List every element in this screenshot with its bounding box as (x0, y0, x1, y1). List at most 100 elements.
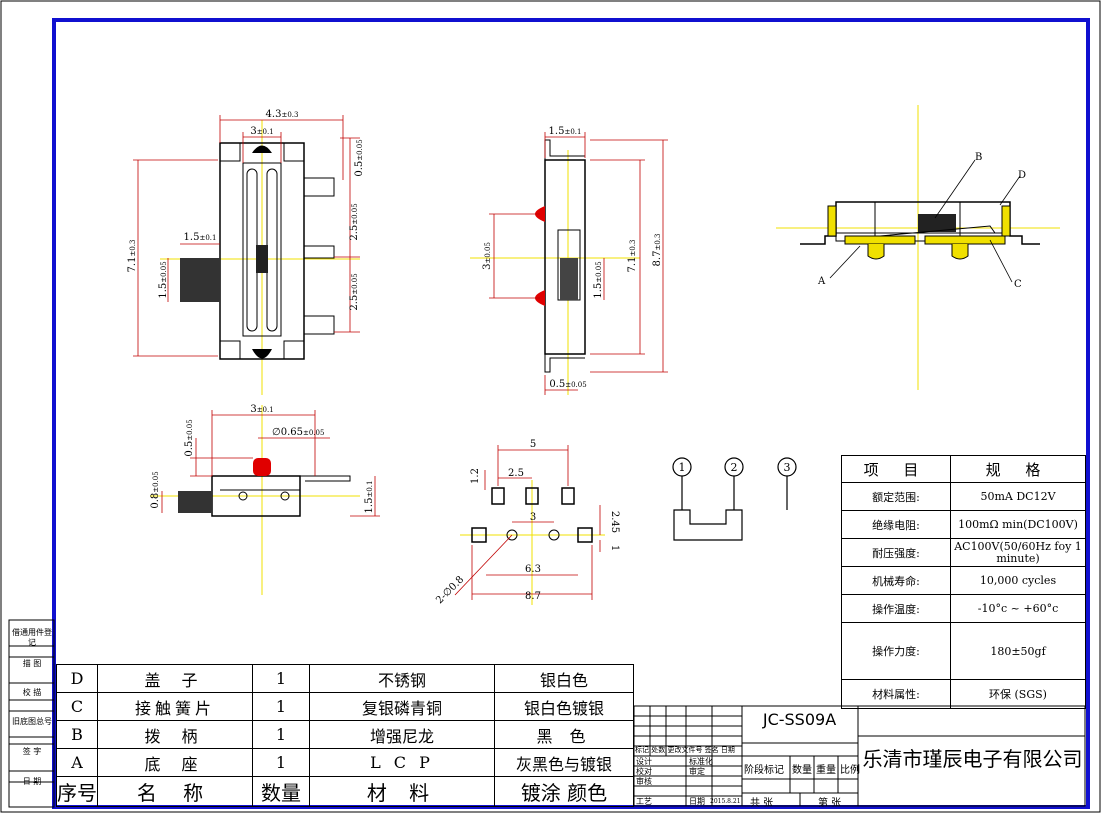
spec-label: 操作力度: (841, 622, 951, 680)
svg-text:0.5±0.05: 0.5±0.05 (549, 379, 586, 390)
part-name: 拨 柄 (97, 720, 253, 749)
svg-text:1.5±0.1: 1.5±0.1 (364, 481, 375, 514)
part-name: 盖 子 (97, 664, 253, 693)
side-label-date: 日 期 (22, 777, 42, 786)
parts-header-no: 序号 (56, 776, 98, 807)
svg-text:1.5±0.1: 1.5±0.1 (549, 126, 582, 137)
spec-header-spec: 规 格 (950, 455, 1086, 483)
side-label-sign: 签 字 (22, 747, 42, 756)
svg-text:7.1±0.3: 7.1±0.3 (627, 240, 638, 273)
svg-text:1.5±0.05: 1.5±0.05 (593, 261, 604, 298)
part-finish: 灰黑色与镀银 (494, 748, 634, 777)
part-material: 增强尼龙 (309, 720, 495, 749)
part-no: A (56, 748, 98, 777)
svg-text:5: 5 (530, 439, 536, 450)
tb-audit: 审核 (636, 777, 652, 786)
spec-label: 材料属性: (841, 679, 951, 709)
tb-total: 共 张 (750, 798, 774, 809)
svg-text:8.7±0.3: 8.7±0.3 (652, 234, 663, 267)
part-no: D (56, 664, 98, 693)
part-name: 底 座 (97, 748, 253, 777)
table-row: B 拨 柄 1 增强尼龙 黑 色 (56, 720, 634, 749)
svg-text:3±0.1: 3±0.1 (250, 404, 273, 415)
spec-value: 50mA DC12V (950, 482, 1086, 511)
svg-text:1.5±0.1: 1.5±0.1 (184, 232, 217, 243)
tb-stage: 阶段标记 (744, 765, 784, 776)
svg-text:2.5±0.05: 2.5±0.05 (349, 203, 360, 240)
svg-text:1: 1 (679, 461, 686, 474)
svg-text:1.5±0.05: 1.5±0.05 (158, 261, 169, 298)
svg-text:3±0.1: 3±0.1 (250, 126, 273, 137)
spec-label: 额定范围: (841, 482, 951, 511)
side-label-trace: 描 图 (22, 659, 42, 668)
part-qty: 1 (252, 748, 310, 777)
svg-text:∅0.65±0.05: ∅0.65±0.05 (272, 427, 324, 438)
company-name: 乐清市瑾辰电子有限公司 (862, 747, 1083, 771)
rev-header: 标记 处数 更改文件号 签名 日期 (635, 746, 735, 754)
parts-header-qty: 数量 (252, 776, 310, 807)
tb-std: 标准化 (689, 757, 713, 766)
svg-text:1.2: 1.2 (470, 468, 481, 484)
spec-label: 绝缘电阻: (841, 510, 951, 539)
spec-value: 180±50gf (950, 622, 1086, 680)
parts-header-finish: 镀涂 颜色 (494, 776, 634, 807)
spec-value: -10°c ~ +60°c (950, 594, 1086, 623)
tb-check: 校对 (636, 767, 652, 776)
svg-text:2: 2 (731, 461, 738, 474)
svg-text:1: 1 (609, 545, 620, 551)
svg-text:7.1±0.3: 7.1±0.3 (127, 240, 138, 273)
part-material: 不锈钢 (309, 664, 495, 693)
spec-header-item: 项 目 (841, 455, 951, 483)
part-finish: 银白色 (494, 664, 634, 693)
pad-layout: 5 2.5 1.2 3 2.45 1 6.3 8.7 2-∅0.8 (434, 439, 620, 606)
svg-text:6.3: 6.3 (525, 564, 541, 575)
top-view: 4.3±0.3 3±0.1 1.5±0.1 7.1±0.3 1.5±0.05 0… (127, 109, 365, 395)
part-material: L C P (309, 748, 495, 777)
part-finish: 银白色镀银 (494, 692, 634, 721)
tb-qty: 数量 (792, 765, 812, 776)
part-qty: 1 (252, 692, 310, 721)
svg-text:B: B (975, 152, 982, 163)
side-columns (8, 619, 55, 808)
part-material: 复银磷青铜 (309, 692, 495, 721)
section-view: B D A C (776, 105, 1060, 390)
svg-text:A: A (817, 276, 826, 287)
tb-weight: 重量 (816, 765, 836, 776)
svg-text:2.45: 2.45 (609, 511, 620, 533)
svg-text:2-∅0.8: 2-∅0.8 (434, 574, 466, 606)
svg-text:3±0.05: 3±0.05 (482, 242, 493, 270)
table-row: D 盖 子 1 不锈钢 银白色 (56, 664, 634, 693)
spec-label: 操作温度: (841, 594, 951, 623)
spec-table: 项 目 规 格 额定范围:50mA DC12V 绝缘电阻:100mΩ min(D… (841, 455, 1086, 709)
svg-text:3: 3 (784, 461, 791, 474)
svg-text:4.3±0.3: 4.3±0.3 (266, 109, 299, 120)
svg-text:0.5±0.05: 0.5±0.05 (354, 139, 365, 176)
spec-value: 环保 (SGS) (950, 679, 1086, 709)
tb-review: 审定 (689, 767, 705, 776)
side-label-register: 借通用件登记 (12, 628, 52, 647)
parts-table: D 盖 子 1 不锈钢 银白色 C 接触簧片 1 复银磷青铜 银白色镀银 B 拨… (56, 664, 634, 807)
side-label-check: 校 描 (22, 688, 42, 697)
parts-header-row: 序号 名 称 数量 材 料 镀涂 颜色 (56, 776, 634, 807)
spec-label: 耐压强度: (841, 538, 951, 567)
side-view: 1.5±0.1 3±0.05 7.1±0.3 8.7±0.3 1.5±0.05 … (470, 126, 668, 395)
part-no: B (56, 720, 98, 749)
part-no: C (56, 692, 98, 721)
part-qty: 1 (252, 664, 310, 693)
front-view: 3±0.1 0.5±0.05 ∅0.65±0.05 0.8±0.05 1.5±0… (150, 404, 380, 595)
tb-design: 设计 (636, 757, 652, 766)
tb-date-value: 2015.8.21 (710, 798, 741, 805)
tb-sheet: 第 张 (818, 798, 842, 809)
spec-label: 机械寿命: (841, 566, 951, 595)
parts-header-material: 材 料 (309, 776, 495, 807)
svg-text:C: C (1014, 279, 1022, 290)
svg-text:2.5: 2.5 (508, 468, 524, 479)
svg-text:8.7: 8.7 (525, 591, 541, 602)
svg-text:3: 3 (530, 512, 536, 523)
circuit-symbol (672, 457, 797, 541)
drawing-frame (52, 18, 1090, 809)
title-block-grid (633, 705, 1086, 807)
spec-value: AC100V(50/60Hz foy 1 minute) (950, 538, 1086, 567)
part-qty: 1 (252, 720, 310, 749)
spec-value: 100mΩ min(DC100V) (950, 510, 1086, 539)
